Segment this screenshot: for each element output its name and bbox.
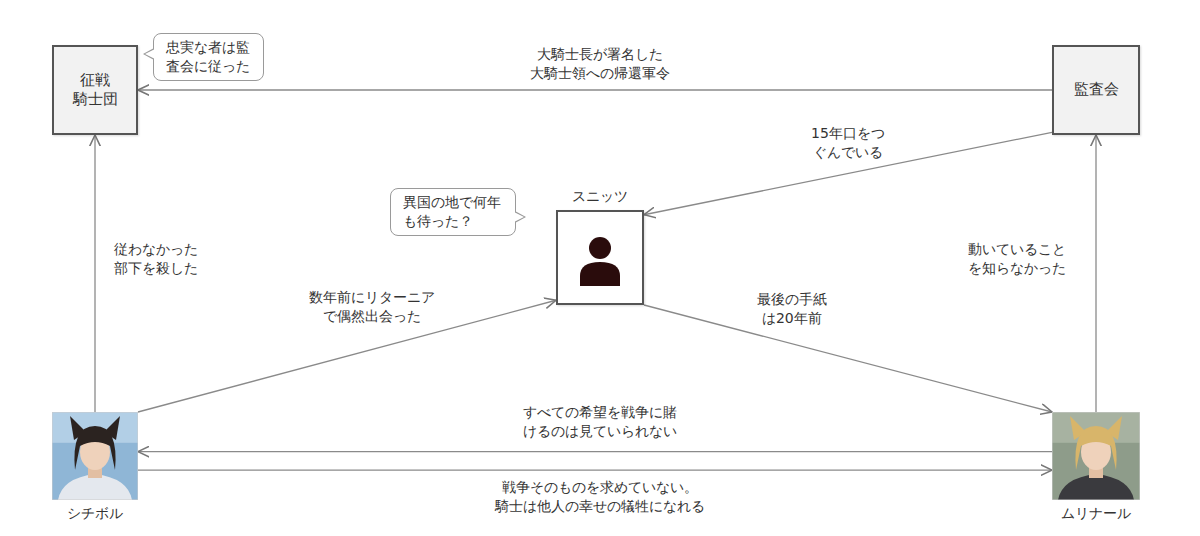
character-portrait: シチボル [52, 412, 138, 500]
person-icon [558, 212, 642, 303]
portrait-image [52, 412, 138, 500]
edge-label: 従わなかった 部下を殺した [112, 240, 203, 278]
edge-label: 15年口をつ ぐんでいる [806, 124, 890, 162]
portrait-image [1052, 412, 1140, 500]
portrait-hair [1075, 426, 1116, 470]
connector-arrow [138, 451, 1052, 452]
portrait-hair [74, 426, 115, 470]
box-label: 征戦 騎士団 [70, 71, 120, 110]
node-name: ムリナール [1061, 505, 1131, 522]
bubble-text: 異国の地で何年 も待った？ [403, 193, 503, 231]
character-portrait: ムリナール [1052, 412, 1140, 500]
speech-bubble: 異国の地で何年 も待った？ [390, 188, 516, 236]
edge-label: 戦争そのものを求めていない。 騎士は他人の幸せの犠牲になれる [492, 478, 707, 516]
connector-arrow [138, 89, 1052, 90]
person-box: スニッツ [556, 210, 644, 305]
bubble-text: 忠実な者は監 査会に従った [166, 38, 251, 76]
speech-bubble: 忠実な者は監 査会に従った [153, 33, 264, 81]
portrait-background [1052, 412, 1140, 500]
portrait-frame [1052, 412, 1140, 500]
portrait-background [52, 412, 138, 500]
box-label: 監査会 [1071, 80, 1121, 100]
node-name: シチボル [67, 505, 123, 522]
connector-arrow [138, 469, 1052, 470]
person-body [580, 262, 620, 286]
group-box: 監査会 [1052, 45, 1140, 135]
portrait-frame [52, 412, 138, 500]
person-head [589, 237, 611, 259]
connector-arrow [1095, 135, 1096, 412]
edge-label: 大騎士長が署名した 大騎士領への帰還軍令 [527, 45, 672, 83]
edge-label: 数年前にリターニア で偶然出会った [306, 288, 439, 326]
connector-arrow [94, 135, 95, 412]
group-box: 征戦 騎士団 [52, 45, 138, 135]
connector-arrow [644, 305, 1052, 412]
edge-label: すべての希望を戦争に賭 けるのは見ていられない [520, 403, 681, 441]
edge-label: 最後の手紙 は20年前 [752, 290, 832, 328]
node-name: スニッツ [572, 188, 628, 205]
edge-label: 動いていること を知らなかった [966, 240, 1071, 278]
